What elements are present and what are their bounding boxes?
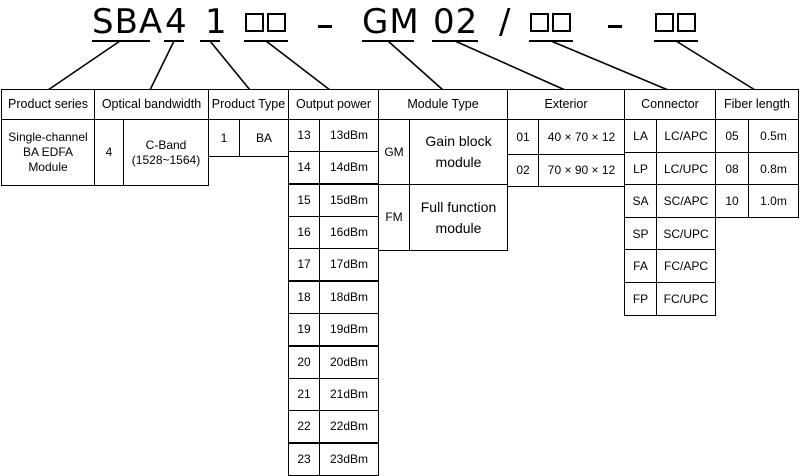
exterior-value-02: 70 × 90 × 12 [538,154,625,187]
code-series-underline [92,40,150,42]
power-code: 17 [288,248,320,281]
power-value: 14dBm [319,151,379,184]
power-value: 23dBm [319,443,379,476]
product-series-line-3: Module [28,160,68,174]
connector-code: FA [624,249,657,283]
power-code: 14 [288,151,320,184]
power-value: 21dBm [319,378,379,411]
bandwidth-code: 4 [94,119,124,186]
power-code: 16 [288,216,320,249]
power-value: 18dBm [319,281,379,314]
connector-code: SA [624,184,657,218]
power-value: 20dBm [319,346,379,379]
product-type-value: BA [239,119,289,157]
code-dash-1 [318,25,332,28]
product-series-line-2: BA EDFA [22,145,74,159]
module-type-fm-line-2: module [435,219,482,236]
fiber-placeholder-box-1 [655,13,674,32]
exterior-code-02: 02 [507,154,539,187]
connector-value: LC/APC [656,119,716,153]
fiber-code: 10 [715,184,749,218]
header-product-type: Product Type [208,89,289,120]
product-series-line-1: Single-channel [8,130,88,144]
code-bandwidth: 4 [165,2,188,42]
fiber-value: 0.5m [748,119,799,153]
power-code: 19 [288,313,320,346]
code-type: 1 [205,2,228,42]
header-optical-bandwidth: Optical bandwidth [94,89,209,120]
header-output-power: Output power [288,89,379,120]
product-type-code: 1 [208,119,240,157]
connector-code: LA [624,119,657,153]
module-type-code-fm: FM [378,184,410,251]
power-value: 15dBm [319,184,379,217]
exterior-value-01: 40 × 70 × 12 [538,119,625,155]
power-value: 17dBm [319,248,379,281]
connector-value: FC/UPC [656,282,716,316]
power-value: 19dBm [319,313,379,346]
header-module-type: Module Type [378,89,508,120]
fiber-code: 08 [715,152,749,186]
connector-value: LC/UPC [656,152,716,186]
power-placeholder-box-2 [267,13,286,32]
header-product-series: Product series [1,89,95,120]
fiber-value: 0.8m [748,152,799,186]
module-type-fm-line-1: Full function [420,198,497,215]
bandwidth-range: (1528~1564) [131,152,201,167]
power-code: 22 [288,410,320,443]
header-exterior: Exterior [507,89,625,120]
fiber-placeholder-box-2 [677,13,696,32]
module-type-gm-line-1: Gain block [425,133,492,149]
power-value: 13dBm [319,119,379,152]
module-type-code-gm: GM [378,119,410,185]
connector-value: SC/APC [656,184,716,218]
product-series-value: Single-channel BA EDFA Module [1,119,95,186]
bandwidth-value: C-Band (1528~1564) [123,119,209,186]
header-fiber-length: Fiber length [715,89,799,120]
power-code: 13 [288,119,320,152]
connector-code: SP [624,217,657,251]
connector-value: SC/UPC [656,217,716,251]
power-code: 18 [288,281,320,314]
power-code: 21 [288,378,320,411]
connector-value: FC/APC [656,249,716,283]
power-value: 22dBm [319,410,379,443]
code-series: SBA [92,2,164,42]
module-type-gm-line-2: module [435,154,482,170]
code-module: GM [362,2,420,42]
power-placeholder-box-1 [245,13,264,32]
header-connector: Connector [624,89,716,120]
power-code: 20 [288,346,320,379]
power-value: 16dBm [319,216,379,249]
code-dash-2 [608,25,622,28]
exterior-code-01: 01 [507,119,539,155]
power-code: 23 [288,443,320,476]
code-slash: / [499,2,512,42]
code-exterior: 02 [433,2,479,42]
power-code: 15 [288,184,320,217]
connector-code: LP [624,152,657,186]
module-type-value-fm: Full function module [409,184,508,251]
connector-placeholder-box-2 [552,13,571,32]
connector-placeholder-box-1 [530,13,549,32]
bandwidth-name: C-Band [145,137,187,152]
connector-code: FP [624,282,657,316]
fiber-code: 05 [715,119,749,153]
module-type-value-gm: Gain block module [409,119,508,185]
fiber-value: 1.0m [748,184,799,218]
